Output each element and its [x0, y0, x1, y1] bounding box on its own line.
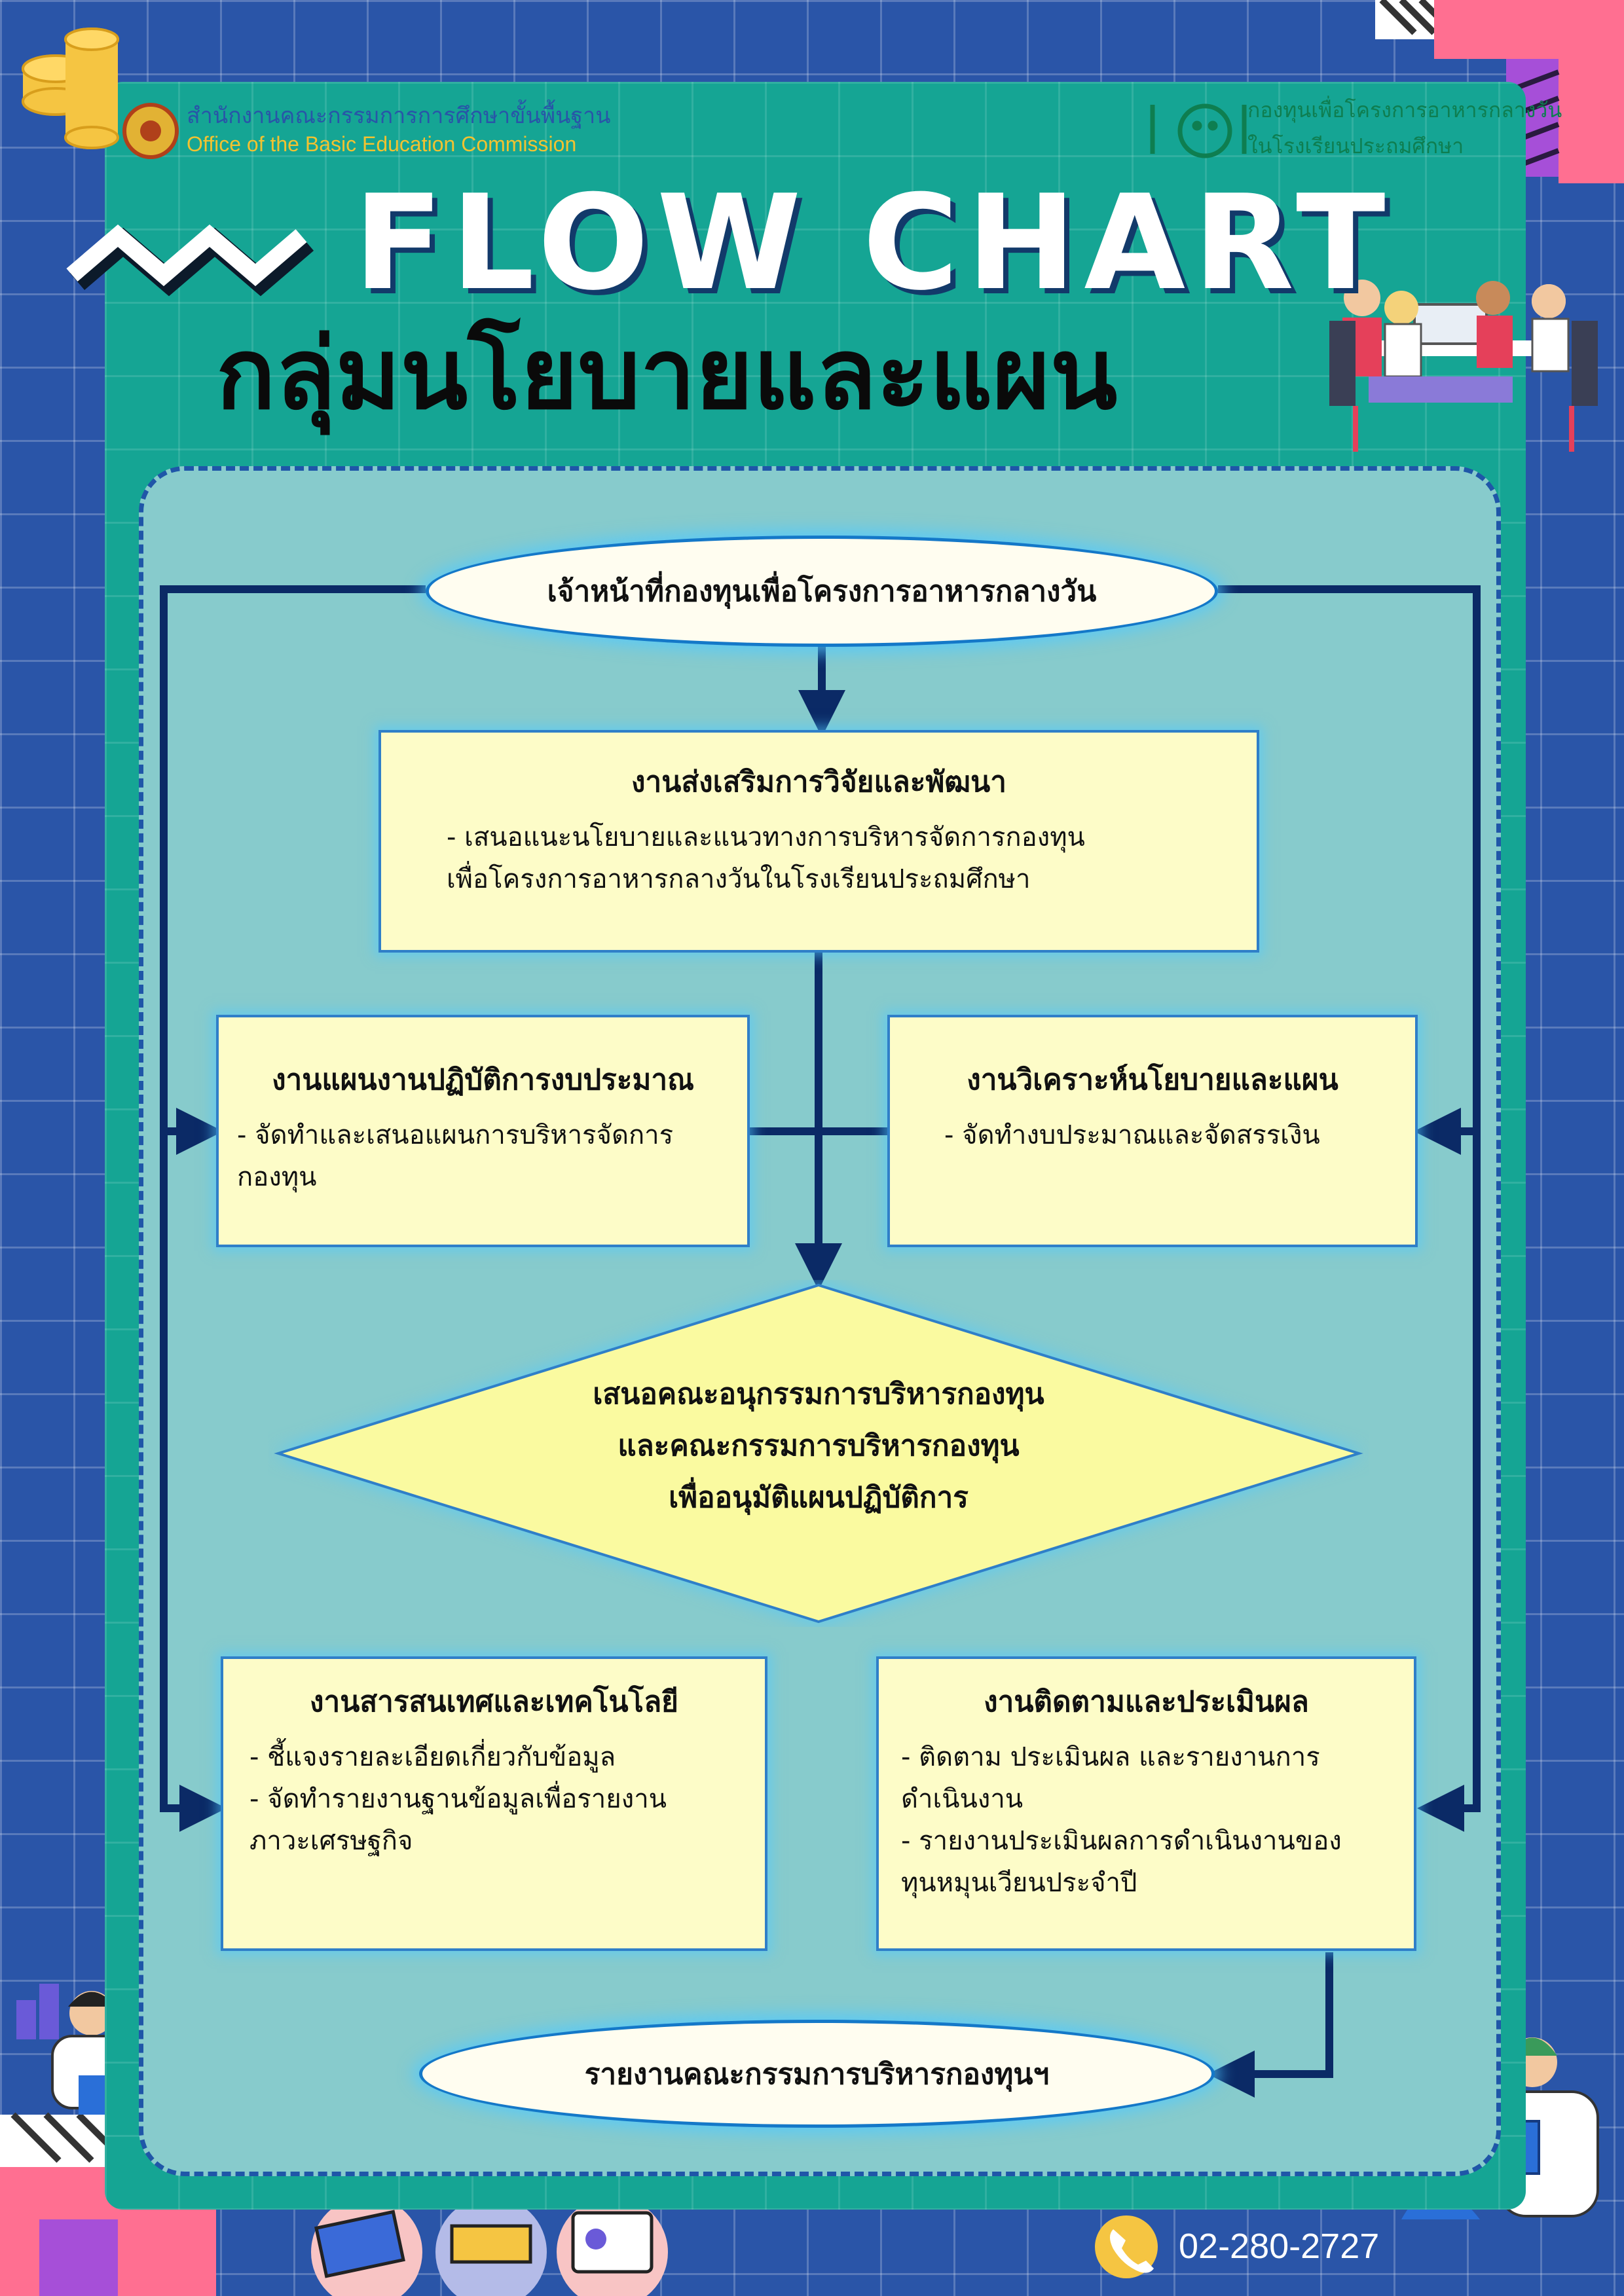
org-name-thai: สำนักงานคณะกรรมการการศึกษาขั้นพื้นฐาน — [187, 103, 611, 128]
node-decision-shape — [274, 1283, 1363, 1624]
node-it: งานสารสนเทศและเทคโนโลยี - ชี้แจงรายละเอี… — [221, 1656, 767, 1951]
node-analysis-title: งานวิเคราะห์นโยบายและแผน — [967, 1063, 1338, 1097]
node-analysis-line: - จัดทำงบประมาณและจัดสรรเงิน — [944, 1120, 1320, 1150]
node-decision-line: เพื่ออนุมัติแผนปฏิบัติการ — [669, 1481, 969, 1515]
node-analysis: งานวิเคราะห์นโยบายและแผน - จัดทำงบประมาณ… — [887, 1015, 1418, 1247]
node-budget: งานแผนงานปฏิบัติการงบประมาณ - จัดทำและเส… — [216, 1015, 750, 1247]
node-decision-line: และคณะกรรมการบริหารกองทุน — [618, 1429, 1020, 1463]
node-research-line: เพื่อโครงการอาหารกลางวันในโรงเรียนประถมศ… — [447, 864, 1031, 894]
node-it-line: ภาวะเศรษฐกิจ — [249, 1826, 413, 1856]
node-it-title: งานสารสนเทศและเทคโนโลยี — [310, 1685, 678, 1719]
node-decision: เสนอคณะอนุกรรมการบริหารกองทุน และคณะกรรม… — [458, 1368, 1179, 1524]
connector-monitor-end — [1208, 1952, 1333, 2098]
page-title-english: FLOW CHART — [354, 167, 1393, 319]
node-it-line: - ชี้แจงรายละเอียดเกี่ยวกับข้อมูล — [249, 1742, 616, 1772]
node-monitor-line: ทุนหมุนเวียนประจำปี — [901, 1868, 1137, 1898]
node-budget-line: - จัดทำและเสนอแผนการบริหารจัดการ — [237, 1120, 674, 1150]
node-research-title: งานส่งเสริมการวิจัยและพัฒนา — [631, 765, 1006, 799]
coins-icon — [22, 27, 119, 149]
fund-name-line1: กองทุนเพื่อโครงการอาหารกลางวัน — [1247, 98, 1562, 122]
connector-right-loop — [1218, 585, 1481, 1832]
connector-left-loop — [160, 585, 426, 1832]
node-decision-line: เสนอคณะอนุกรรมการบริหารกองทุน — [593, 1377, 1044, 1411]
node-monitor: งานติดตามและประเมินผล - ติดตาม ประเมินผล… — [876, 1656, 1416, 1951]
corner-decoration-top-right — [1375, 0, 1624, 183]
node-it-line: - จัดทำรายงานฐานข้อมูลเพื่อรายงาน — [249, 1784, 667, 1814]
node-research-line: - เสนอแนะนโยบายและแนวทางการบริหารจัดการก… — [447, 822, 1085, 852]
node-monitor-line: - รายงานประเมินผลการดำเนินงานของ — [901, 1826, 1342, 1856]
org-name-english: Office of the Basic Education Commission — [187, 132, 577, 156]
phone-icon — [1095, 2215, 1158, 2278]
lunch-fund-logo-icon — [1150, 103, 1247, 158]
node-budget-title: งานแผนงานปฏิบัติการงบประมาณ — [272, 1063, 694, 1097]
footer-icons — [311, 2196, 668, 2296]
team-meeting-illustration — [1329, 280, 1598, 452]
node-end: รายงานคณะกรรมการบริหารกองทุนฯ — [419, 2020, 1215, 2128]
obec-emblem-icon — [122, 103, 179, 159]
fund-name-line2: ในโรงเรียนประถมศึกษา — [1247, 134, 1464, 158]
node-monitor-line: ดำเนินงาน — [901, 1784, 1024, 1814]
node-start-label: เจ้าหน้าที่กองทุนเพื่อโครงการอาหารกลางวั… — [547, 575, 1097, 608]
node-research: งานส่งเสริมการวิจัยและพัฒนา - เสนอแนะนโย… — [378, 730, 1259, 953]
node-end-label: รายงานคณะกรรมการบริหารกองทุนฯ — [584, 2057, 1050, 2091]
page-title-thai: กลุ่มนโยบายและแผน — [216, 318, 1118, 431]
node-monitor-title: งานติดตามและประเมินผล — [984, 1685, 1309, 1719]
phone-number: 02-280-2727 — [1179, 2227, 1380, 2266]
node-start: เจ้าหน้าที่กองทุนเพื่อโครงการอาหารกลางวั… — [426, 536, 1218, 647]
node-budget-line: กองทุน — [237, 1162, 317, 1192]
node-monitor-line: - ติดตาม ประเมินผล และรายงานการ — [901, 1742, 1320, 1772]
